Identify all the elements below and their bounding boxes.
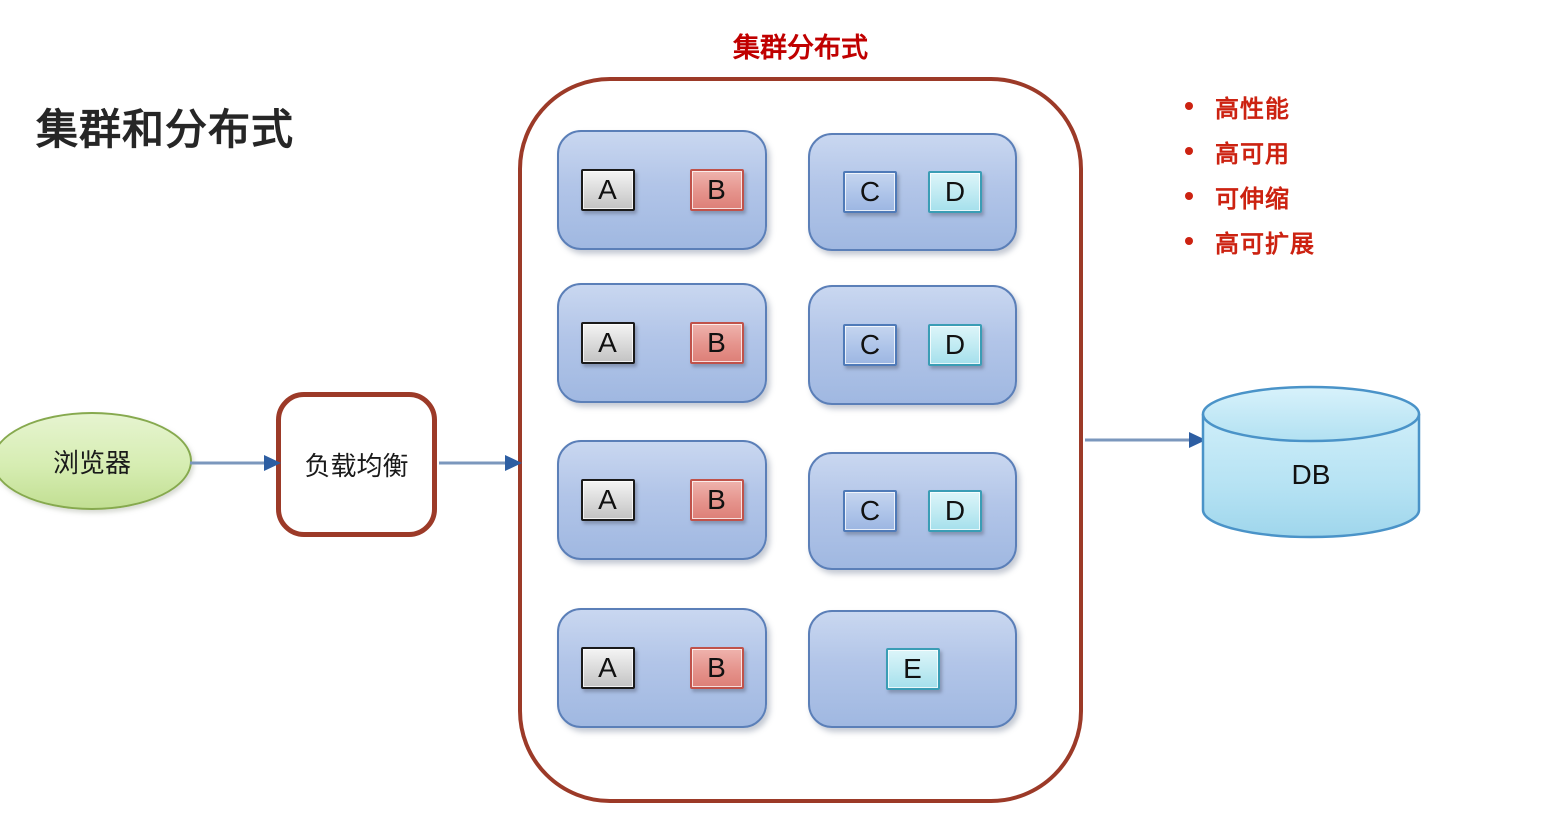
server-chip-c: C xyxy=(843,490,897,532)
server-chip-a: A xyxy=(580,479,635,521)
feature-item: 可伸缩 xyxy=(1185,182,1485,213)
node-box-cd-3: C D xyxy=(808,452,1017,570)
feature-label: 高可用 xyxy=(1215,140,1290,168)
node-box-cd-2: C D xyxy=(808,285,1017,405)
server-chip-d: D xyxy=(928,171,982,213)
load-balancer-node: 负载均衡 xyxy=(276,392,437,537)
database-node: DB xyxy=(1201,385,1421,539)
browser-label: 浏览器 xyxy=(52,447,131,478)
server-chip-d: D xyxy=(928,324,982,366)
cluster-label: 集群分布式 xyxy=(733,33,868,63)
page-title: 集群和分布式 xyxy=(36,106,295,153)
db-cylinder-body xyxy=(1201,414,1421,539)
server-chip-a: A xyxy=(580,322,635,364)
feature-item: 高可用 xyxy=(1185,137,1485,168)
database-label: DB xyxy=(1292,459,1331,490)
feature-label: 高可扩展 xyxy=(1215,230,1315,258)
feature-item: 高性能 xyxy=(1185,92,1485,123)
server-chip-b: B xyxy=(689,169,744,211)
server-chip-e: E xyxy=(885,648,940,690)
feature-label: 高性能 xyxy=(1215,95,1290,123)
load-balancer-label: 负载均衡 xyxy=(304,451,409,481)
arrow-cluster-to-db xyxy=(1085,432,1206,448)
node-box-cd-1: C D xyxy=(808,133,1017,251)
node-box-ab-1: A B xyxy=(557,130,767,250)
arrow-lb-to-cluster xyxy=(439,455,522,471)
server-chip-a: A xyxy=(580,647,635,689)
server-chip-a: A xyxy=(580,169,635,211)
feature-list: 高性能 高可用 可伸缩 高可扩展 xyxy=(1185,92,1485,272)
node-box-ab-4: A B xyxy=(557,608,767,728)
bullet-icon xyxy=(1185,237,1193,245)
bullet-icon xyxy=(1185,102,1193,110)
bullet-icon xyxy=(1185,192,1193,200)
db-cylinder-top xyxy=(1201,385,1421,443)
feature-item: 高可扩展 xyxy=(1185,227,1485,258)
node-box-ab-3: A B xyxy=(557,440,767,560)
server-chip-b: B xyxy=(689,647,744,689)
server-chip-d: D xyxy=(928,490,982,532)
server-chip-b: B xyxy=(689,479,744,521)
cluster-container xyxy=(518,77,1083,803)
node-box-e: E xyxy=(808,610,1017,728)
server-chip-b: B xyxy=(689,322,744,364)
arrow-browser-to-lb xyxy=(190,455,281,471)
bullet-icon xyxy=(1185,147,1193,155)
node-box-ab-2: A B xyxy=(557,283,767,403)
browser-node: 浏览器 xyxy=(0,412,192,510)
server-chip-c: C xyxy=(843,171,897,213)
feature-label: 可伸缩 xyxy=(1215,185,1290,213)
server-chip-c: C xyxy=(843,324,897,366)
